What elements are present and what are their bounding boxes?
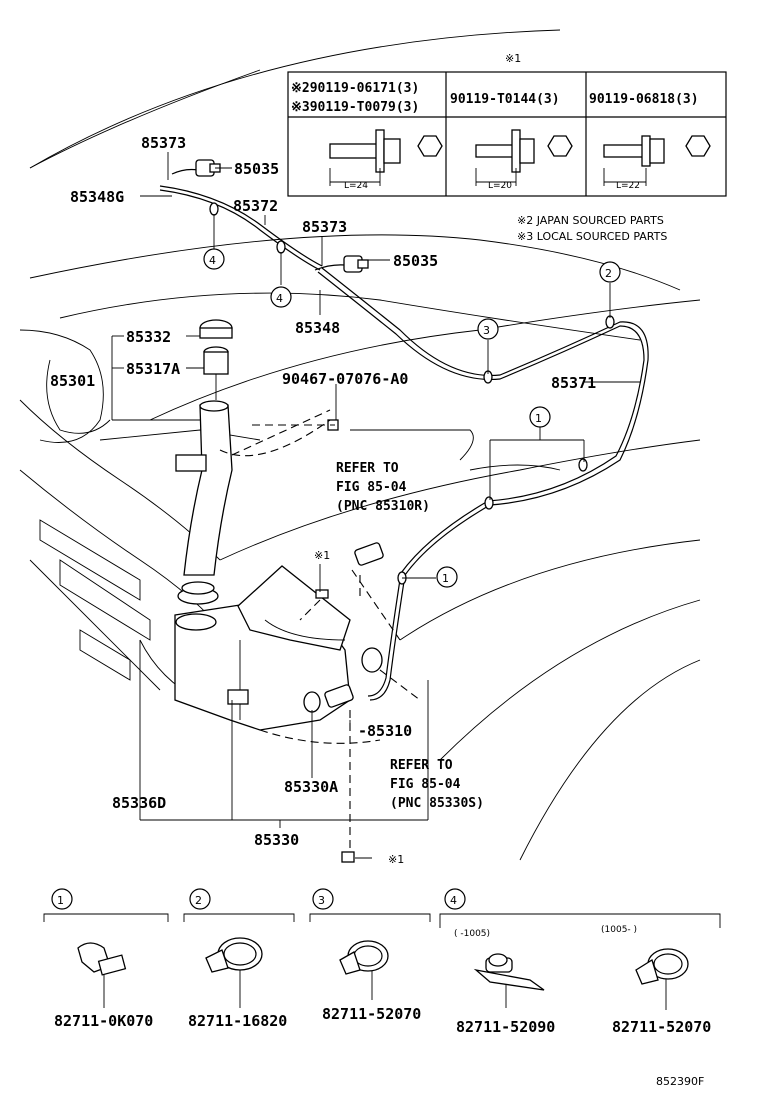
svg-text:4: 4 xyxy=(276,292,283,305)
filler-strainer-icon xyxy=(203,346,229,400)
legend-callout-2 xyxy=(189,888,211,910)
vehicle-body-outline xyxy=(19,29,701,861)
refer-2-line1: REFER TO xyxy=(390,758,453,773)
label-85035-a: 85035 xyxy=(234,160,279,178)
label-note1-a: ※1 xyxy=(314,549,330,562)
svg-text:3: 3 xyxy=(483,324,490,337)
legend-callout-3 xyxy=(312,888,334,910)
label-85330a: 85330A xyxy=(284,778,338,796)
note-japan-sourced: ※2 JAPAN SOURCED PARTS xyxy=(517,214,664,227)
clip-part-3: 82711-52070 xyxy=(322,1005,421,1023)
figure-id: 852390F xyxy=(656,1075,704,1088)
refer-to-block-2: REFER TO FIG 85-04 (PNC 85330S) xyxy=(390,758,484,811)
bolt-length-1: L=24 xyxy=(344,181,368,191)
bolt-icon xyxy=(329,129,443,186)
callout-3: 3 xyxy=(477,318,499,340)
callout-4-b: 4 xyxy=(270,286,292,308)
refer-1-line2: FIG 85-04 xyxy=(336,480,407,495)
clip-icon xyxy=(635,948,689,1010)
label-85336d: 85336D xyxy=(112,794,166,812)
label-85371: 85371 xyxy=(551,374,596,392)
legend-callout-4 xyxy=(444,888,466,910)
label-85373-a: 85373 xyxy=(141,134,186,152)
washer-hoses xyxy=(159,168,649,701)
table-col1-line2: ※390119-T0079(3) xyxy=(291,100,419,115)
svg-text:1: 1 xyxy=(442,572,449,585)
rear-pump-icon xyxy=(354,542,384,566)
svg-text:4: 4 xyxy=(450,894,457,907)
clip-icon xyxy=(205,937,263,1008)
clip-icon xyxy=(339,940,389,1000)
dashed-leaders xyxy=(219,409,421,850)
refer-2-line2: FIG 85-04 xyxy=(390,777,461,792)
bolt-icon xyxy=(475,129,573,186)
clip-icon xyxy=(473,953,545,1008)
label-85332: 85332 xyxy=(126,328,171,346)
svg-text:4: 4 xyxy=(209,254,216,267)
callout-4-a: 4 xyxy=(203,248,225,270)
label-85317a: 85317A xyxy=(126,360,180,378)
label-85373-b: 85373 xyxy=(302,218,347,236)
nozzle-icon xyxy=(343,255,369,273)
refer-to-block-1: REFER TO FIG 85-04 (PNC 85310R) xyxy=(336,461,430,514)
svg-text:1: 1 xyxy=(57,894,64,907)
label-85348: 85348 xyxy=(295,319,340,337)
callout-1-b: 1 xyxy=(436,566,458,588)
grommet-icon xyxy=(361,647,383,673)
note-local-sourced: ※3 LOCAL SOURCED PARTS xyxy=(517,230,667,243)
legend-callout-1 xyxy=(51,888,73,910)
svg-text:3: 3 xyxy=(318,894,325,907)
washer-pump-icon xyxy=(303,684,354,713)
filler-cap-icon xyxy=(199,319,233,339)
clip-part-4b: 82711-52070 xyxy=(612,1018,711,1036)
table-col3: 90119-06818(3) xyxy=(589,92,699,107)
filler-inlet-pipe xyxy=(175,400,233,605)
label-85372: 85372 xyxy=(233,197,278,215)
label-note1-b: ※1 xyxy=(388,853,404,866)
label-leaders xyxy=(111,152,640,859)
callout-2: 2 xyxy=(599,261,621,283)
bolt-table: ※1 ※290119-06171(3) ※390119-T0079(3) 901… xyxy=(287,52,727,197)
clip-icon xyxy=(77,942,127,1008)
clip-part-4a: 82711-52090 xyxy=(456,1018,555,1036)
label-85035-b: 85035 xyxy=(393,252,438,270)
table-col2: 90119-T0144(3) xyxy=(450,92,560,107)
label-85348g: 85348G xyxy=(70,188,124,206)
callout-1-a: 1 xyxy=(529,406,551,428)
svg-text:2: 2 xyxy=(605,267,612,280)
svg-text:2: 2 xyxy=(195,894,202,907)
bolt-icon xyxy=(603,135,711,186)
bolt-length-3: L=22 xyxy=(616,181,640,191)
part-labels: 85373 85035 85348G 85372 85373 85035 853… xyxy=(50,134,596,866)
table-col1-line1: ※290119-06171(3) xyxy=(291,81,419,96)
table-note-header: ※1 xyxy=(505,52,521,65)
clip-part-1: 82711-0K070 xyxy=(54,1012,153,1030)
label-85330: 85330 xyxy=(254,831,299,849)
label-85301: 85301 xyxy=(50,372,95,390)
clip-part-2: 82711-16820 xyxy=(188,1012,287,1030)
svg-text:1: 1 xyxy=(535,412,542,425)
bolt-length-2: L=20 xyxy=(488,181,512,191)
refer-1-line3: (PNC 85310R) xyxy=(336,499,430,514)
label-85310: -85310 xyxy=(358,722,412,740)
refer-2-line3: (PNC 85330S) xyxy=(390,796,484,811)
refer-1-line1: REFER TO xyxy=(336,461,399,476)
label-90467-07076-a0: 90467-07076-A0 xyxy=(282,370,408,388)
clip-legend: 1 82711-0K070 2 82711-16820 3 82711- xyxy=(43,888,721,1036)
clip-range-b: (1005- ) xyxy=(601,925,637,935)
clip-range-a: ( -1005) xyxy=(454,929,490,939)
